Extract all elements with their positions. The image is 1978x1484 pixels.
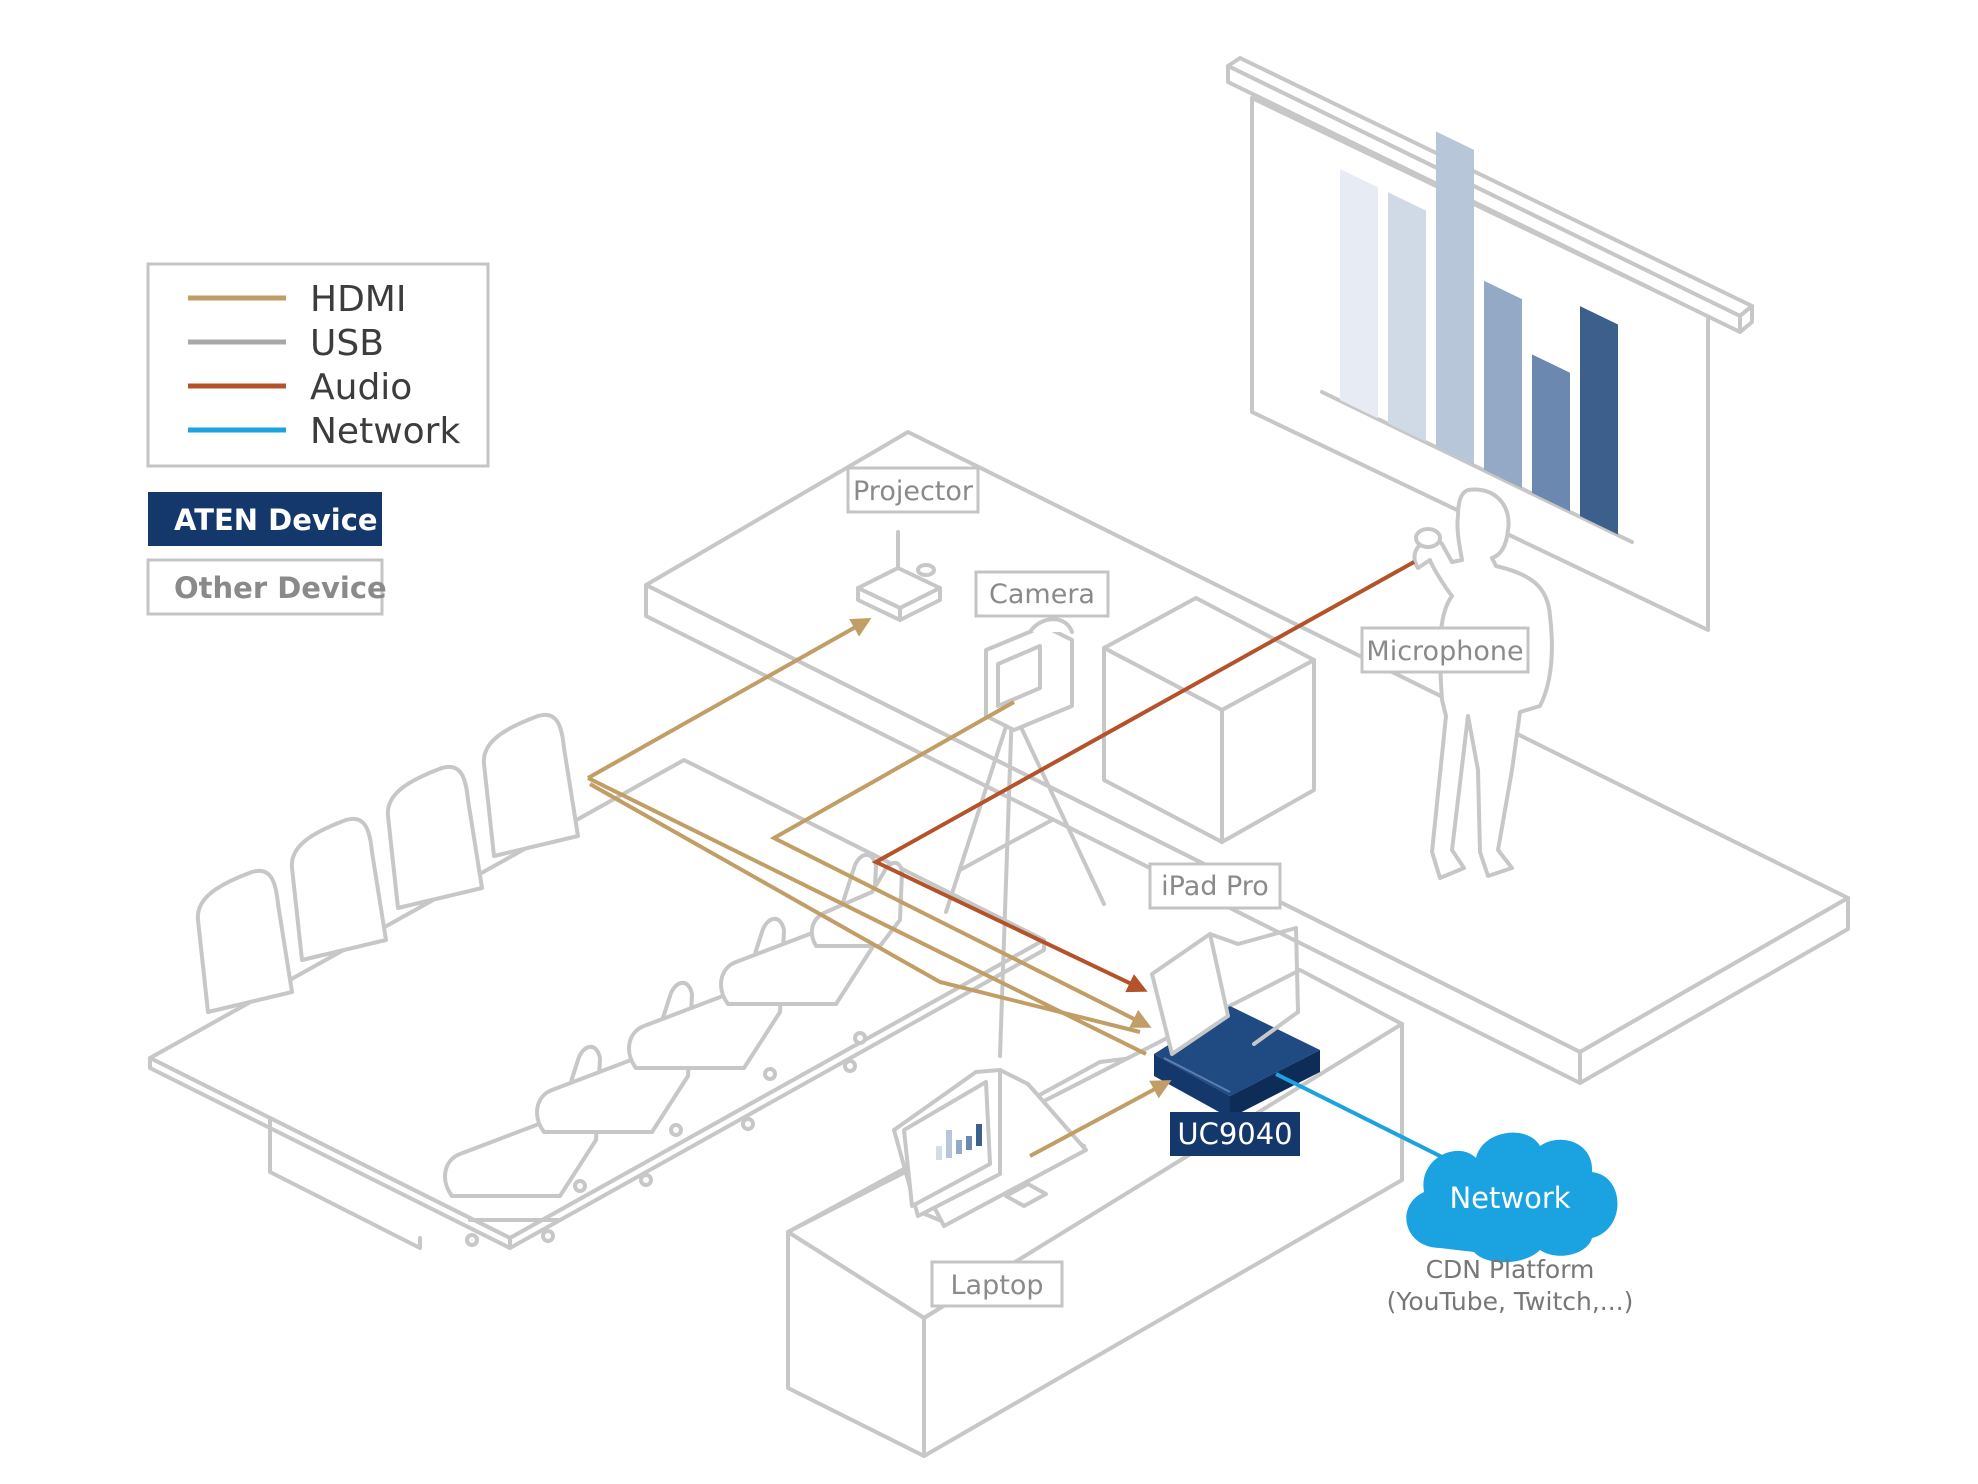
chair bbox=[627, 917, 786, 1137]
screen-chart-bar bbox=[1580, 306, 1618, 535]
svg-text:Projector: Projector bbox=[853, 476, 974, 507]
ipad-pro-device bbox=[1150, 926, 1300, 1056]
cable-hdmi-camera bbox=[769, 700, 1152, 1028]
legend-aten-device: ATEN Device bbox=[148, 492, 382, 546]
screen-chart-bar bbox=[1532, 354, 1570, 512]
chair bbox=[481, 712, 580, 858]
network-cloud: Network bbox=[1406, 1132, 1618, 1263]
svg-text:Camera: Camera bbox=[989, 579, 1095, 610]
svg-text:ATEN Device: ATEN Device bbox=[174, 503, 378, 537]
svg-text:iPad Pro: iPad Pro bbox=[1161, 871, 1269, 902]
legend-label: Audio bbox=[310, 367, 412, 408]
legend-other-device: Other Device bbox=[146, 558, 387, 616]
connection-cables bbox=[587, 560, 1461, 1168]
label-laptop: Laptop bbox=[930, 1260, 1064, 1308]
screen-chart-bar bbox=[1388, 192, 1426, 442]
cable-network bbox=[1275, 1072, 1461, 1168]
chairs-front-row bbox=[443, 853, 904, 1247]
chair bbox=[289, 816, 388, 962]
screen-chart-bar bbox=[1340, 169, 1378, 419]
legend-item-network: Network bbox=[188, 411, 460, 452]
legend-label: HDMI bbox=[310, 279, 406, 320]
svg-text:Microphone: Microphone bbox=[1366, 636, 1523, 667]
label-projector: Projector bbox=[846, 466, 980, 514]
cable-audio-microphone bbox=[871, 560, 1415, 993]
legend-label: Network bbox=[310, 411, 460, 452]
cable-hdmi-table-desk bbox=[589, 782, 1141, 1034]
label-microphone: Microphone bbox=[1360, 626, 1530, 674]
laptop-device bbox=[892, 1068, 1088, 1228]
svg-text:Laptop: Laptop bbox=[951, 1270, 1044, 1301]
network-label: Network bbox=[1449, 1181, 1570, 1215]
chair bbox=[719, 853, 878, 1081]
label-uc9040: UC9040 bbox=[1170, 1112, 1300, 1156]
chair bbox=[809, 861, 904, 1045]
cdn-platform-label: CDN Platform bbox=[1426, 1255, 1595, 1284]
laptop-chart-icon bbox=[936, 1124, 982, 1160]
screen-chart-bar bbox=[1436, 131, 1474, 465]
cable-hdmi-laptop bbox=[1029, 1080, 1172, 1158]
label-camera: Camera bbox=[974, 570, 1110, 618]
legend-item-audio: Audio bbox=[188, 367, 412, 408]
conference-table bbox=[148, 758, 1046, 1250]
projector-device bbox=[856, 530, 942, 622]
chair bbox=[385, 764, 484, 910]
cable-hdmi-to-projector bbox=[587, 618, 872, 780]
chair bbox=[535, 981, 694, 1193]
svg-text:UC9040: UC9040 bbox=[1177, 1117, 1292, 1151]
projection-screen bbox=[1226, 56, 1754, 632]
cdn-platform-examples: (YouTube, Twitch,...) bbox=[1387, 1287, 1634, 1316]
chair bbox=[443, 1045, 602, 1247]
cable-hdmi-from-table bbox=[587, 776, 1147, 1056]
label-ipad-pro: iPad Pro bbox=[1148, 862, 1282, 910]
legend-label: USB bbox=[310, 323, 384, 364]
legend-item-usb: USB bbox=[188, 323, 384, 364]
legend-item-hdmi: HDMI bbox=[188, 279, 406, 320]
svg-text:Other Device: Other Device bbox=[174, 571, 387, 605]
chair bbox=[195, 868, 294, 1014]
screen-chart-bar bbox=[1484, 280, 1522, 489]
screen-chart bbox=[1340, 131, 1618, 535]
chairs-back-row bbox=[195, 712, 580, 1014]
